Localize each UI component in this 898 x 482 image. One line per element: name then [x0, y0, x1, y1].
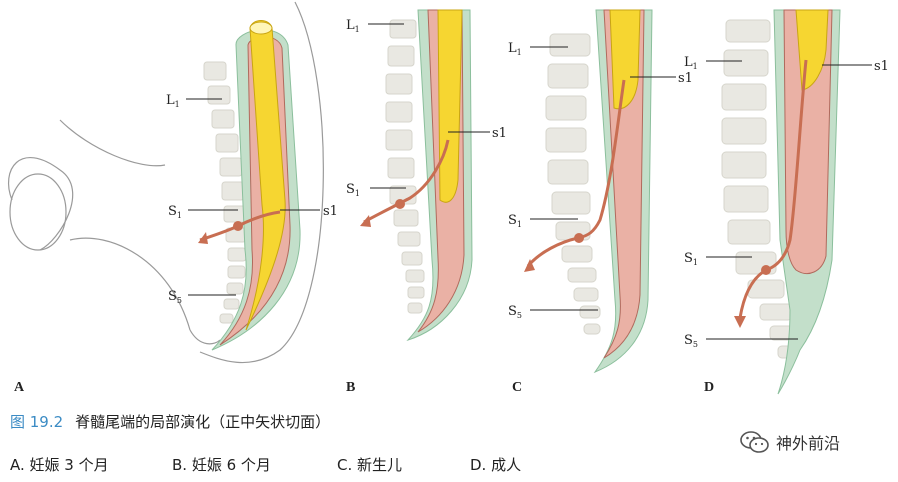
label-s1-vertebra-d: S1 [684, 251, 698, 267]
panel-letter-c: C [512, 380, 522, 395]
panel-b [360, 9, 490, 342]
watermark-text: 神外前沿 [776, 434, 841, 453]
panel-d-labels: L1 s1 S1 S5 D [684, 55, 889, 395]
legend-a: A. 妊娠 3 个月 [10, 456, 109, 474]
legend-c: C. 新生儿 [337, 456, 403, 474]
wechat-icon [740, 431, 769, 453]
legend-d: D. 成人 [470, 456, 522, 474]
panel-a-labels: L1 S1 s1 S5 A [14, 93, 338, 395]
label-s1-root-a: s1 [323, 204, 338, 219]
panel-letter-a: A [14, 380, 25, 395]
figure-number: 图 19.2 [10, 413, 64, 431]
label-s1-vertebra-c: S1 [508, 213, 522, 229]
label-s1-root-d: s1 [874, 59, 889, 74]
panel-a [7, 1, 324, 364]
label-l1-b: L1 [346, 18, 360, 34]
panel-b-labels: L1 s1 S1 B [346, 18, 507, 395]
label-s5-a: S5 [168, 289, 182, 305]
label-s1-root-b: s1 [492, 126, 507, 141]
label-s5-c: S5 [508, 304, 522, 320]
label-l1-a: L1 [166, 93, 180, 109]
panel-d [706, 9, 872, 395]
figure-title: 脊髓尾端的局部演化（正中矢状切面） [75, 413, 331, 431]
panel-c-labels: L1 s1 S1 S5 C [508, 41, 693, 395]
panel-letter-b: B [346, 380, 355, 395]
label-s1-vertebra-a: S1 [168, 204, 182, 220]
watermark: 神外前沿 [740, 430, 840, 454]
label-s1-root-c: s1 [678, 71, 693, 86]
label-s1-vertebra-b: S1 [346, 182, 360, 198]
spinal-cord-evolution-figure: L1 S1 s1 S5 A L1 s1 S1 B L1 s1 S1 S5 C L… [7, 1, 889, 395]
label-l1-c: L1 [508, 41, 522, 57]
legend-b: B. 妊娠 6 个月 [172, 456, 271, 474]
figure-caption: 图 19.2 脊髓尾端的局部演化（正中矢状切面） [10, 411, 330, 432]
label-s5-d: S5 [684, 333, 698, 349]
label-l1-d: L1 [684, 55, 698, 71]
panel-c [524, 9, 676, 374]
panel-letter-d: D [704, 380, 714, 395]
